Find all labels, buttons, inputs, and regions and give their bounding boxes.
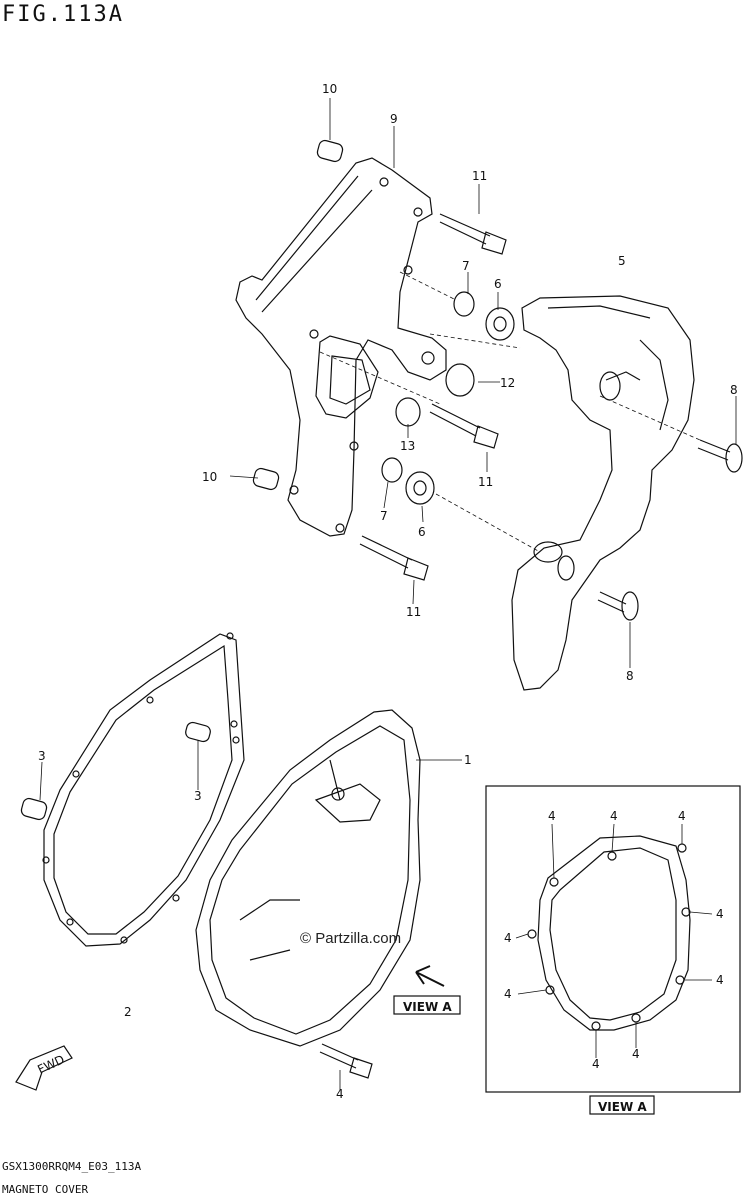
- footer-diagram-name: MAGNETO COVER: [2, 1183, 89, 1196]
- callout-1: 1: [464, 753, 472, 767]
- gasket-part-2: [42, 632, 245, 947]
- callout-11a: 11: [472, 169, 487, 183]
- view-arrow: [415, 965, 445, 987]
- callout-3b: 3: [194, 789, 202, 803]
- callout-2: 2: [124, 1005, 132, 1019]
- callout-12: 12: [500, 376, 515, 390]
- callout-3a: 3: [38, 749, 46, 763]
- inset-callout-4: 4: [678, 809, 686, 823]
- callout-13: 13: [400, 439, 415, 453]
- inset-callout-4: 4: [716, 973, 724, 987]
- footer-diagram-code: GSX1300RRQM4_E03_113A: [2, 1160, 142, 1173]
- view-a-label: VIEW A: [403, 1000, 452, 1014]
- figure-title: FIG.113A: [2, 2, 124, 27]
- collar-part-10: [20, 139, 344, 821]
- callout-5: 5: [618, 254, 626, 268]
- callout-7a: 7: [462, 259, 470, 273]
- inset-callouts: 4 4 4 4 4 4 4 4 4: [504, 809, 724, 1071]
- inset-callout-4: 4: [632, 1047, 640, 1061]
- inset-callout-4: 4: [548, 809, 556, 823]
- inset-callout-4: 4: [592, 1057, 600, 1071]
- callout-9: 9: [390, 112, 398, 126]
- leader-lines: [39, 98, 737, 1090]
- callout-10a: 10: [322, 82, 337, 96]
- bolt-part-4: [319, 1043, 373, 1079]
- inset-callout-4: 4: [610, 809, 618, 823]
- grommet-parts: [381, 291, 515, 505]
- callout-10b: 10: [202, 470, 217, 484]
- bracket-part-9: [235, 157, 447, 537]
- watermark: © Partzilla.com: [300, 930, 402, 947]
- magneto-cover-part-1: [195, 709, 421, 1047]
- callout-6a: 6: [494, 277, 502, 291]
- callout-11c: 11: [406, 605, 421, 619]
- fwd-arrow: FWD: [15, 1045, 73, 1091]
- bolt-part-11: [359, 213, 507, 581]
- view-a-box-label-frame: [589, 1095, 655, 1115]
- callout-8a: 8: [730, 383, 738, 397]
- callout-7b: 7: [380, 509, 388, 523]
- inset-callout-4: 4: [716, 907, 724, 921]
- view-a-label-box: [393, 995, 461, 1015]
- screw-part-8: [597, 439, 743, 621]
- callout-11b: 11: [478, 475, 493, 489]
- callout-8b: 8: [626, 669, 634, 683]
- inset-callout-4: 4: [504, 931, 512, 945]
- view-a-box-label: VIEW A: [598, 1100, 647, 1114]
- callout-numbers: 10 9 11 5 7 6 12 8 13 10 11 7 6 11 8 1 3…: [38, 82, 738, 1101]
- inset-leader-lines: [515, 823, 713, 1058]
- view-a-inset: [485, 785, 741, 1093]
- inset-callout-4: 4: [504, 987, 512, 1001]
- callout-4: 4: [336, 1087, 344, 1101]
- heel-guard-part-5: [511, 295, 695, 691]
- callout-6b: 6: [418, 525, 426, 539]
